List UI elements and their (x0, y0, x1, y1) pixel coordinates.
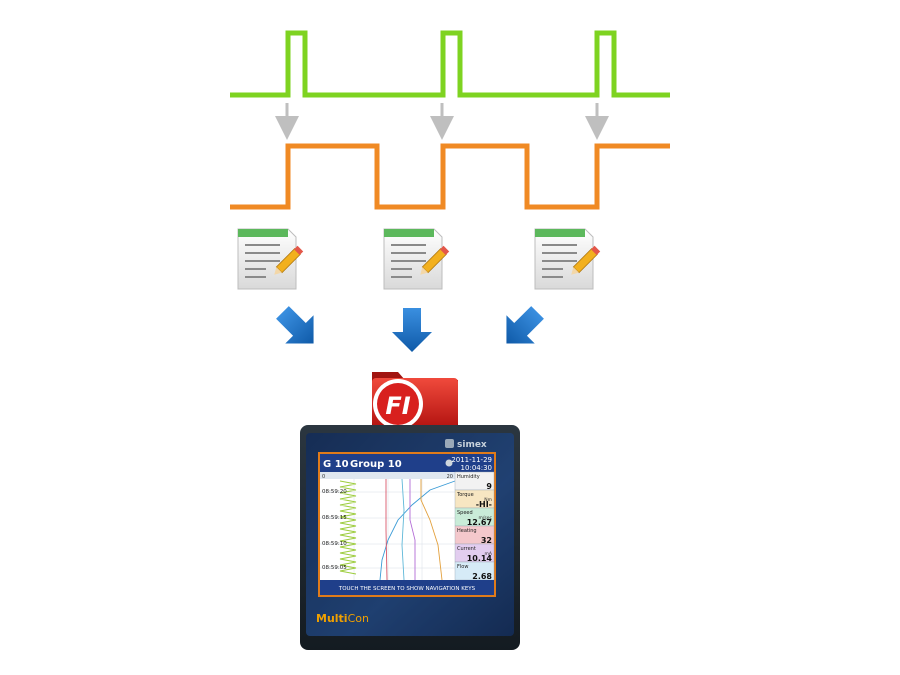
trend-speed (379, 480, 456, 581)
time-label: 08:59:15 (322, 515, 347, 521)
screen-footer[interactable] (320, 580, 494, 595)
model-label: MultiCon (316, 612, 369, 625)
time-labels: 08:59:20 08:59:15 08:59:10 08:59:05 (322, 489, 347, 571)
channel-value: 2.68 (472, 572, 492, 581)
multicon-device: simex G 10 Group 10 2011-11-29 10:04:30 … (300, 425, 520, 650)
folder-label: FI (385, 392, 410, 420)
channel-value: 10.14 (467, 554, 493, 563)
trend-chart (320, 478, 456, 581)
trend-flow (401, 478, 405, 581)
document-pencil-icon (383, 228, 450, 290)
trigger-signal-line (230, 30, 670, 98)
channel-name: Torque (456, 492, 474, 498)
channel-tile[interactable]: Heating 32 (454, 525, 495, 545)
channel-tile[interactable]: Flow 2.68 (454, 561, 495, 581)
channel-name: Flow (457, 564, 468, 570)
channel-value: -HI- (476, 500, 492, 509)
arrow-icon (276, 306, 314, 344)
screen-header (320, 454, 494, 472)
red-folder-icon: FI (372, 372, 458, 429)
time-label: 08:59:10 (322, 541, 347, 547)
screen-time: 10:04:30 (461, 464, 492, 472)
scale-left: 0 (322, 474, 325, 480)
group-name: Group 10 (350, 459, 402, 470)
record-documents (237, 228, 601, 290)
scale-right: 20 (447, 474, 453, 480)
channel-unit: mA (485, 551, 493, 557)
screen-date: 2011-11-29 (451, 456, 492, 464)
channel-unit: Nm (484, 497, 492, 503)
footer-label: TOUCH THE SCREEN TO SHOW NAVIGATION KEYS (338, 586, 476, 592)
channel-value: 32 (481, 536, 492, 545)
simex-logo: simex (445, 439, 487, 450)
trend-heating (385, 479, 388, 581)
trigger-arrows (275, 103, 609, 140)
channel-name: Current (457, 546, 476, 552)
channel-name: Heating (457, 528, 477, 534)
state-signal-line (230, 143, 670, 210)
arrow-icon (392, 308, 432, 352)
arrow-icon (506, 306, 544, 344)
time-label: 08:59:05 (322, 565, 347, 571)
group-id: G 10 (323, 459, 349, 470)
trend-humidity (339, 480, 357, 575)
document-pencil-icon (534, 228, 601, 290)
channel-value: 12.67 (467, 518, 492, 527)
trend-current (409, 479, 416, 580)
channel-name: Speed (457, 510, 473, 516)
time-label: 08:59:20 (322, 489, 347, 495)
channel-tile[interactable]: Humidity 9 (454, 471, 495, 491)
channel-name: Humidity (457, 474, 480, 480)
document-pencil-icon (237, 228, 304, 290)
trend-torque (420, 479, 443, 581)
device-screen: G 10 Group 10 2011-11-29 10:04:30 0 20 (318, 452, 496, 597)
channel-unit: m/sec (479, 515, 493, 521)
brand-label: simex (457, 440, 487, 450)
status-icon (445, 459, 453, 467)
transfer-arrows (276, 306, 544, 352)
channel-value: 9 (486, 482, 492, 491)
